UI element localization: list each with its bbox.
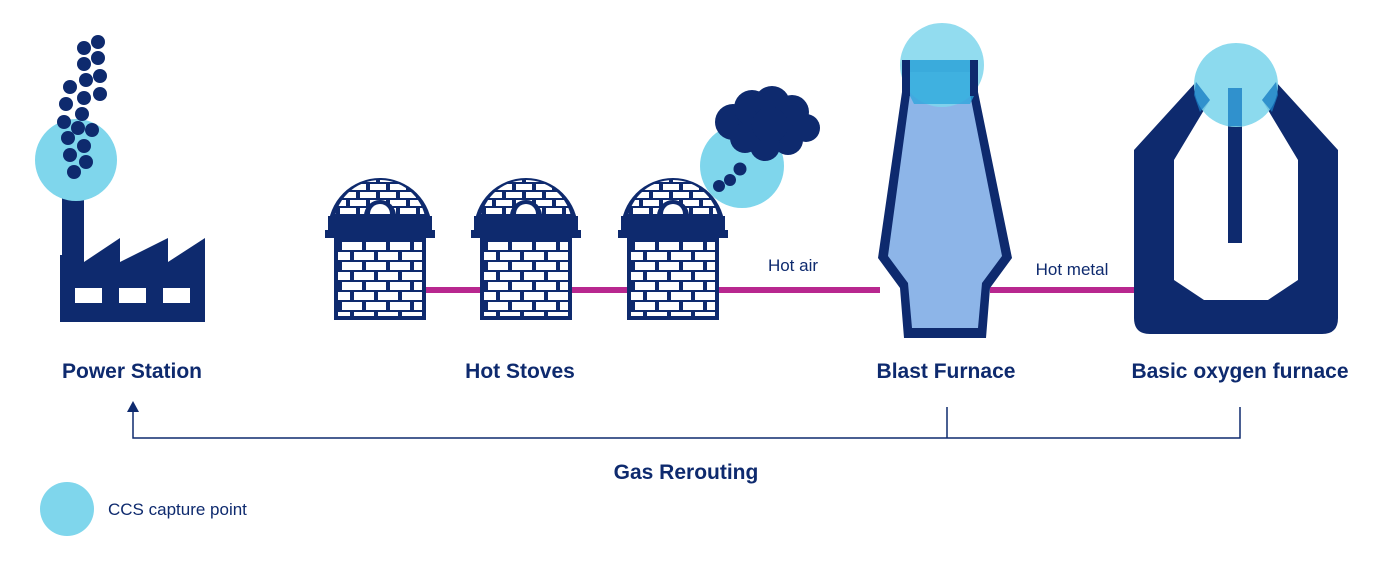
ccs-capture-point-basic-oxygen-furnace [1194, 43, 1278, 127]
label-blast-furnace: Blast Furnace [877, 360, 1016, 383]
stove-icon [618, 178, 728, 320]
label-hot-metal: Hot metal [1036, 260, 1109, 279]
cloud-icon [713, 86, 820, 192]
label-hot-stoves: Hot Stoves [465, 360, 575, 383]
label-basic-oxygen-furnace: Basic oxygen furnace [1131, 360, 1348, 383]
label-hot-air: Hot air [768, 256, 818, 275]
legend: CCS capture point [40, 482, 247, 536]
gas-rerouting-path [132, 407, 1241, 439]
legend-ccs-label: CCS capture point [108, 500, 247, 519]
ccs-capture-point-power-station [35, 119, 117, 201]
stove-icon [325, 178, 435, 320]
smoke-icon [57, 35, 107, 179]
stove-icon [471, 178, 581, 320]
label-gas-rerouting: Gas Rerouting [614, 461, 759, 484]
arrow-up-icon [127, 401, 139, 412]
legend-ccs-swatch [40, 482, 94, 536]
label-power-station: Power Station [62, 360, 202, 383]
blast-furnace-icon [878, 60, 1012, 338]
